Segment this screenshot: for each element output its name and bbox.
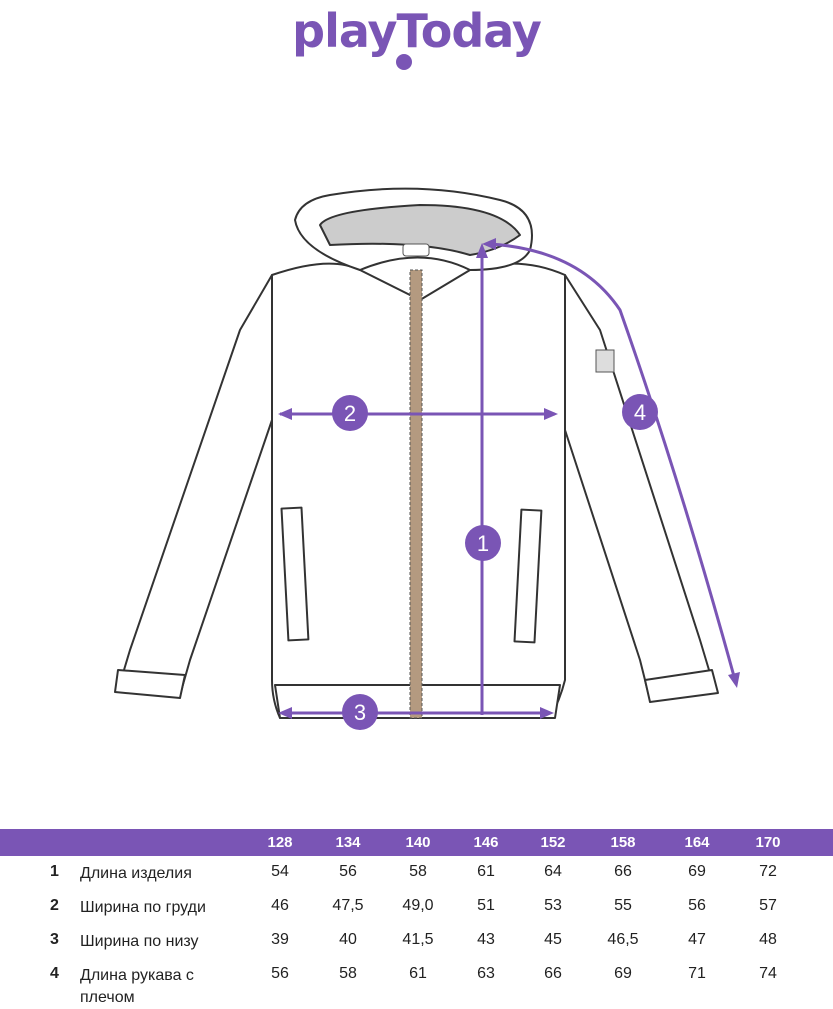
brand-logo: playToday — [292, 4, 542, 58]
table-cell: 61 — [477, 863, 495, 880]
table-cell: 72 — [759, 863, 777, 880]
table-cell: 54 — [271, 863, 289, 880]
row-number: 2 — [50, 897, 59, 914]
table-row: 1 Длина изделия 54 56 58 61 64 66 69 72 — [0, 856, 833, 890]
table-cell: 41,5 — [402, 931, 434, 948]
row-label: Ширина по низу — [80, 933, 199, 950]
row-number: 3 — [50, 931, 59, 948]
table-cell: 69 — [614, 965, 632, 982]
size-header: 158 — [610, 834, 636, 851]
table-cell: 39 — [271, 931, 289, 948]
row-number: 4 — [50, 965, 59, 982]
table-cell: 58 — [339, 965, 357, 982]
row-number: 1 — [50, 863, 59, 880]
row-label: Длина рукава с плечом — [80, 967, 194, 1006]
row-label: Ширина по груди — [80, 899, 206, 916]
size-header: 140 — [405, 834, 431, 851]
table-cell: 64 — [544, 863, 562, 880]
size-header: 164 — [684, 834, 710, 851]
table-cell: 56 — [271, 965, 289, 982]
size-header: 134 — [335, 834, 361, 851]
table-cell: 48 — [759, 931, 777, 948]
table-cell: 63 — [477, 965, 495, 982]
table-cell: 66 — [544, 965, 562, 982]
svg-text:3: 3 — [354, 700, 366, 725]
jacket-measurement-drawing: 1 2 3 4 — [114, 187, 740, 730]
table-cell: 61 — [409, 965, 427, 982]
size-header: 152 — [540, 834, 566, 851]
table-cell: 69 — [688, 863, 706, 880]
marker-3: 3 — [342, 694, 378, 730]
table-cell: 46 — [271, 897, 289, 914]
size-header: 128 — [267, 834, 293, 851]
size-header: 146 — [473, 834, 499, 851]
zipper — [409, 269, 423, 719]
marker-4: 4 — [622, 394, 658, 430]
table-cell: 53 — [544, 897, 562, 914]
svg-text:4: 4 — [634, 400, 646, 425]
measurement-lines — [280, 242, 737, 715]
size-header: 170 — [755, 834, 781, 851]
svg-text:1: 1 — [477, 531, 489, 556]
table-row: 3 Ширина по низу 39 40 41,5 43 45 46,5 47 48 — [0, 924, 833, 958]
table-cell: 56 — [339, 863, 357, 880]
arrowheads — [278, 238, 740, 719]
table-cell: 51 — [477, 897, 495, 914]
marker-1: 1 — [465, 525, 501, 561]
marker-2: 2 — [332, 395, 368, 431]
size-header-row: 128 134 140 146 152 158 164 170 — [0, 829, 833, 856]
table-cell: 56 — [688, 897, 706, 914]
table-row: 4 Длина рукава с плечом 56 58 61 63 66 69 71 74 — [0, 958, 833, 1006]
table-cell: 43 — [477, 931, 495, 948]
table-cell: 45 — [544, 931, 562, 948]
table-cell: 57 — [759, 897, 777, 914]
table-cell: 74 — [759, 965, 777, 982]
table-cell: 49,0 — [402, 897, 434, 914]
row-label: Длина изделия — [80, 865, 192, 882]
logo-dot — [396, 54, 412, 70]
table-cell: 55 — [614, 897, 632, 914]
table-cell: 58 — [409, 863, 427, 880]
sleeve-badge — [595, 349, 615, 373]
table-cell: 66 — [614, 863, 632, 880]
table-cell: 40 — [339, 931, 357, 948]
table-cell: 47 — [688, 931, 706, 948]
table-cell: 47,5 — [332, 897, 364, 914]
size-table: 128 134 140 146 152 158 164 170 1 Длина и… — [0, 829, 833, 1006]
table-cell: 71 — [688, 965, 706, 982]
table-row: 2 Ширина по груди 46 47,5 49,0 51 53 55 56 57 — [0, 890, 833, 924]
svg-text:2: 2 — [344, 401, 356, 426]
table-cell: 46,5 — [607, 931, 639, 948]
